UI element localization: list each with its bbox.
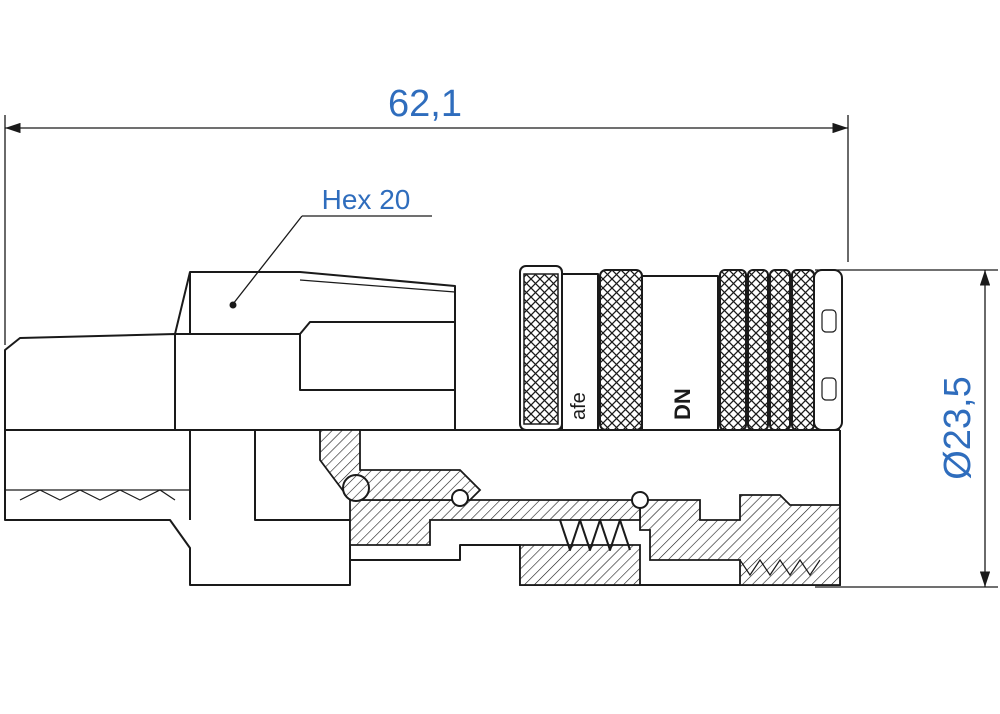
tail-thread-teeth bbox=[19, 489, 176, 501]
sleeve-front-slot-2 bbox=[821, 377, 837, 401]
locking-ball-1 bbox=[342, 474, 370, 502]
hex-leader-line bbox=[232, 215, 303, 305]
coupling-body: afe DN bbox=[4, 265, 843, 586]
diameter-dimension: Ø23,5 bbox=[815, 269, 998, 588]
sleeve-front-face bbox=[813, 269, 843, 431]
sleeve-mid-knurl bbox=[599, 269, 643, 431]
inner-sleeve-hatch bbox=[349, 499, 641, 546]
sleeve-front-knurl-1 bbox=[719, 269, 747, 431]
sleeve-front-knurl-3 bbox=[769, 269, 791, 431]
locking-ball-2 bbox=[451, 489, 469, 507]
sleeve-front-knurl-4 bbox=[791, 269, 815, 431]
diameter-value: Ø23,5 bbox=[937, 376, 979, 480]
locking-ball-3 bbox=[631, 491, 649, 509]
internal-thread bbox=[739, 558, 821, 577]
sleeve-front-slot-1 bbox=[821, 309, 837, 333]
sleeve-brand-fragment: afe bbox=[568, 392, 590, 420]
valve-body-hatch bbox=[519, 544, 641, 586]
sleeve-logo-fragment: DN bbox=[670, 388, 695, 420]
sleeve-section-hatch bbox=[639, 494, 841, 586]
sleeve-mid-body bbox=[641, 275, 719, 431]
thread-tail bbox=[4, 333, 176, 430]
sleeve-body bbox=[561, 273, 599, 431]
hex-callout: Hex 20 bbox=[229, 184, 432, 309]
hex-leader-dot bbox=[229, 301, 237, 309]
length-dimension: 62,1 bbox=[4, 83, 849, 345]
hex-body bbox=[174, 271, 456, 430]
sleeve-rear-knurl bbox=[523, 273, 559, 425]
hex-label: Hex 20 bbox=[322, 184, 411, 215]
length-value: 62,1 bbox=[388, 83, 462, 125]
valve-spring bbox=[559, 519, 631, 551]
hex-edge-line bbox=[299, 279, 456, 293]
sleeve-front-knurl-2 bbox=[747, 269, 769, 431]
